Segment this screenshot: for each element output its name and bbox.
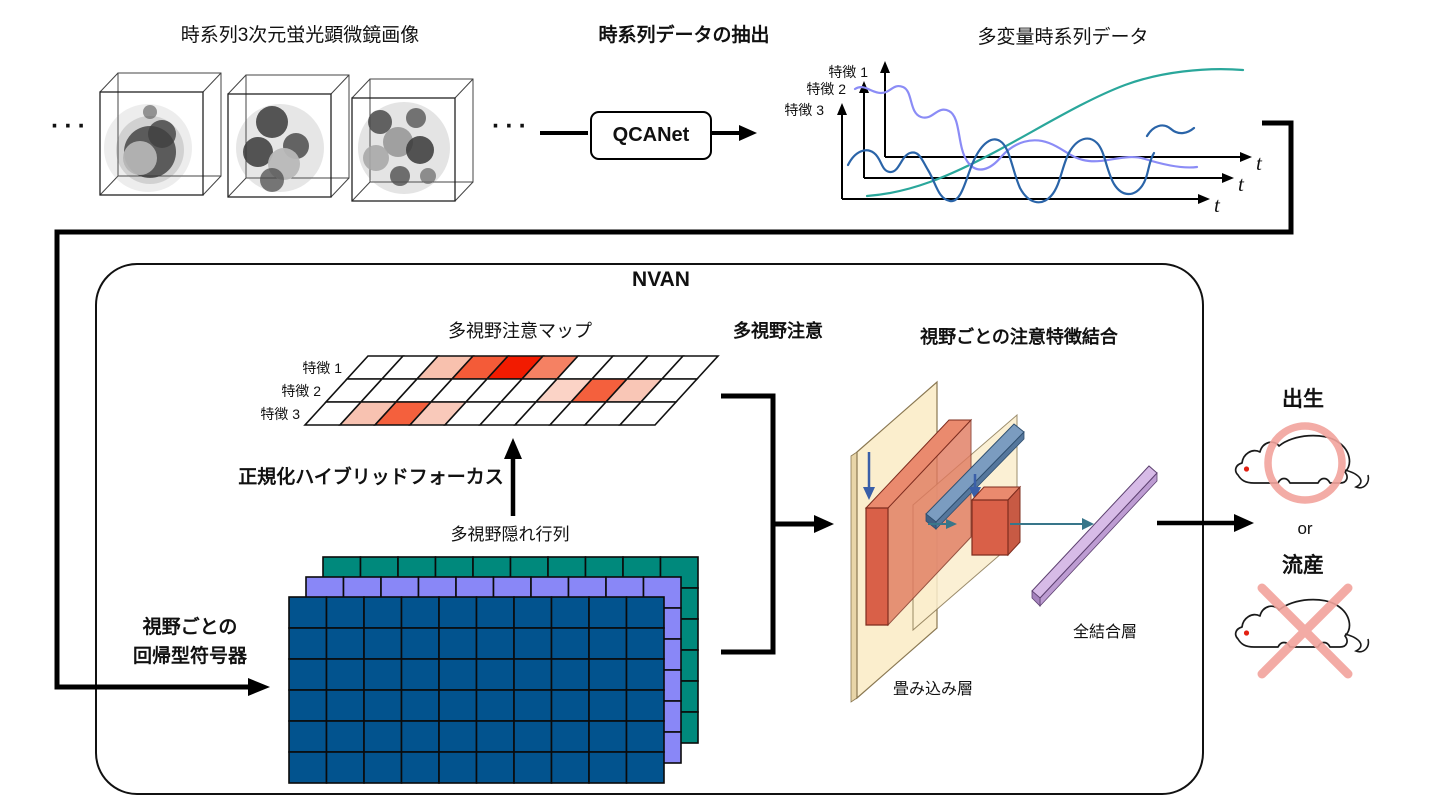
t-axis-label: t: [1238, 172, 1245, 196]
feature-1-axis-label: 特徴 1: [828, 64, 868, 80]
recurrent-encoder-label-line2: 回帰型符号器: [132, 646, 248, 667]
miscarriage-label: 流産: [1282, 553, 1324, 577]
qcanet-label: QCANet: [612, 124, 690, 146]
recurrent-encoder-label: 視野ごとの 回帰型符号器: [133, 613, 247, 671]
multivariate-title: 多変量時系列データ: [977, 27, 1149, 48]
microscopy-cubes: [99, 72, 474, 202]
mouse-eye: [1243, 630, 1250, 636]
fc-layer-bar: [1031, 465, 1158, 608]
embryo-blobs: [236, 104, 324, 192]
recurrent-encoder-label-line1: 視野ごとの: [142, 617, 238, 638]
microscopy-cube: [99, 72, 222, 196]
mouse-icon-birth: [1234, 434, 1370, 489]
timeseries-plot: 特徴 1 特徴 2 特徴 3 t t t: [784, 61, 1263, 217]
axis-arrowheads: [837, 61, 1252, 204]
conv-layer-label: 畳み込み層: [893, 680, 973, 698]
qcanet-box: QCANet: [590, 111, 712, 160]
attention-row-label: 特徴 3: [260, 406, 300, 422]
feature-3-axis-label: 特徴 3: [784, 102, 824, 118]
or-label: or: [1297, 519, 1312, 538]
birth-label: 出生: [1282, 387, 1324, 411]
conv-sheet-1: [850, 451, 858, 703]
embryo-blobs: [104, 104, 192, 192]
multiview-attention-label: 多視野注意: [733, 321, 823, 341]
mouse-eye: [1243, 466, 1250, 472]
hybrid-focus-label: 正規化ハイブリッドフォーカス: [238, 467, 504, 488]
microscopy-cube: [351, 78, 474, 202]
t-axis-label: t: [1214, 193, 1221, 217]
fc-layer-label: 全結合層: [1073, 623, 1137, 641]
hidden-matrix-sheet: [288, 596, 665, 784]
fusion-title: 視野ごとの注意特徴結合: [920, 327, 1118, 347]
t-axis-label: t: [1256, 151, 1263, 175]
feature-2-axis-label: 特徴 2: [806, 81, 846, 97]
attention-map-title: 多視野注意マップ: [448, 321, 592, 341]
blue-feature-curve-tail: [1145, 124, 1196, 138]
attention-row-label: 特徴 1: [302, 360, 342, 376]
attention-map: 特徴 1 特徴 2 特徴 3: [260, 355, 720, 426]
conv-feature-box-small: [970, 485, 1022, 557]
cnn-graphic: 畳み込み層 全結合層: [850, 380, 1158, 703]
output-section: 出生 or 流産: [1234, 387, 1370, 679]
microscopy-title: 時系列3次元蛍光顕微鏡画像: [180, 25, 420, 46]
embryo-blobs: [358, 102, 450, 194]
microscopy-cube: [227, 74, 350, 198]
hidden-matrices: [288, 556, 699, 784]
extraction-title: 時系列データの抽出: [598, 25, 770, 46]
feature-axes: [841, 70, 1240, 200]
nvan-title: NVAN: [632, 268, 690, 291]
attention-row-label: 特徴 2: [281, 383, 321, 399]
